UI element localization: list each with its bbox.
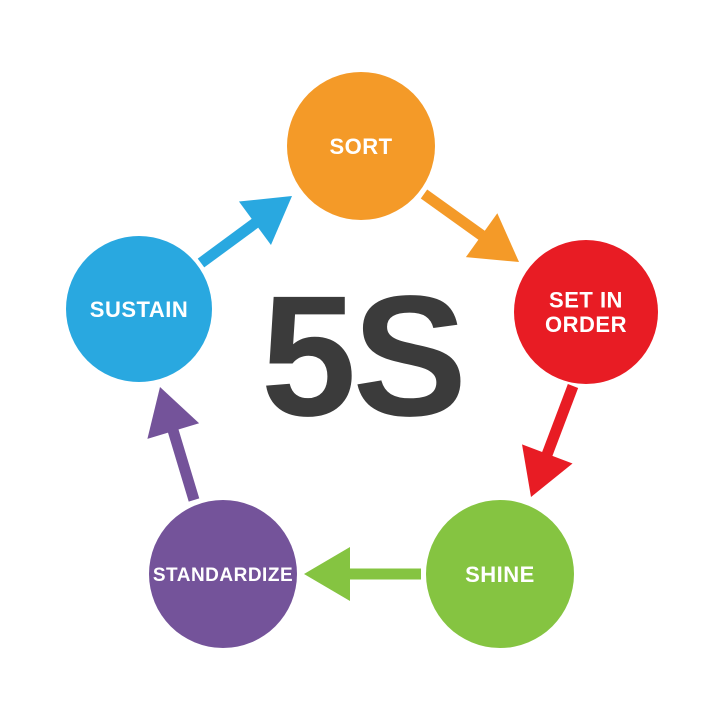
- arrows-layer: [147, 189, 579, 601]
- arrow-shaft: [540, 384, 579, 462]
- center-label-5s: 5S: [261, 260, 463, 452]
- node-standardize[interactable]: STANDARDIZE: [149, 500, 297, 648]
- node-label-line: SET IN: [549, 288, 623, 313]
- arrow-shaft: [420, 189, 490, 244]
- node-circle-sort[interactable]: [287, 72, 435, 220]
- arrow-head: [147, 387, 200, 439]
- node-circle-shine[interactable]: [426, 500, 574, 648]
- arrow-sustain-to-sort: [197, 196, 292, 268]
- node-label-line: ORDER: [545, 312, 627, 337]
- arrow-head: [304, 547, 350, 601]
- node-label-line: SUSTAIN: [90, 297, 188, 322]
- node-sustain[interactable]: SUSTAIN: [66, 236, 212, 382]
- arrow-shine-to-standardize: [304, 547, 421, 601]
- arrow-sort-to-set-in-order: [420, 189, 519, 262]
- node-circle-set-in-order[interactable]: [514, 240, 658, 384]
- arrow-shaft: [166, 423, 200, 502]
- arrow-head: [238, 196, 292, 246]
- node-label-standardize: STANDARDIZE: [153, 565, 293, 586]
- node-label-line: SORT: [329, 134, 392, 159]
- node-label-line: SHINE: [465, 562, 535, 587]
- arrow-head: [522, 444, 573, 497]
- node-circle-standardize[interactable]: [149, 500, 297, 648]
- node-sort[interactable]: SORT: [287, 72, 435, 220]
- node-label-shine: SHINE: [465, 562, 535, 587]
- arrow-standardize-to-sustain: [147, 387, 200, 502]
- node-label-sustain: SUSTAIN: [90, 297, 188, 322]
- node-label-sort: SORT: [329, 134, 392, 159]
- arrow-head: [465, 213, 519, 262]
- arrow-shaft: [197, 215, 264, 268]
- center-layer: 5S: [261, 260, 467, 452]
- node-label-line: STANDARDIZE: [153, 565, 293, 586]
- node-circle-sustain[interactable]: [66, 236, 212, 382]
- arrow-set-in-order-to-shine: [522, 384, 579, 497]
- node-shine[interactable]: SHINE: [426, 500, 574, 648]
